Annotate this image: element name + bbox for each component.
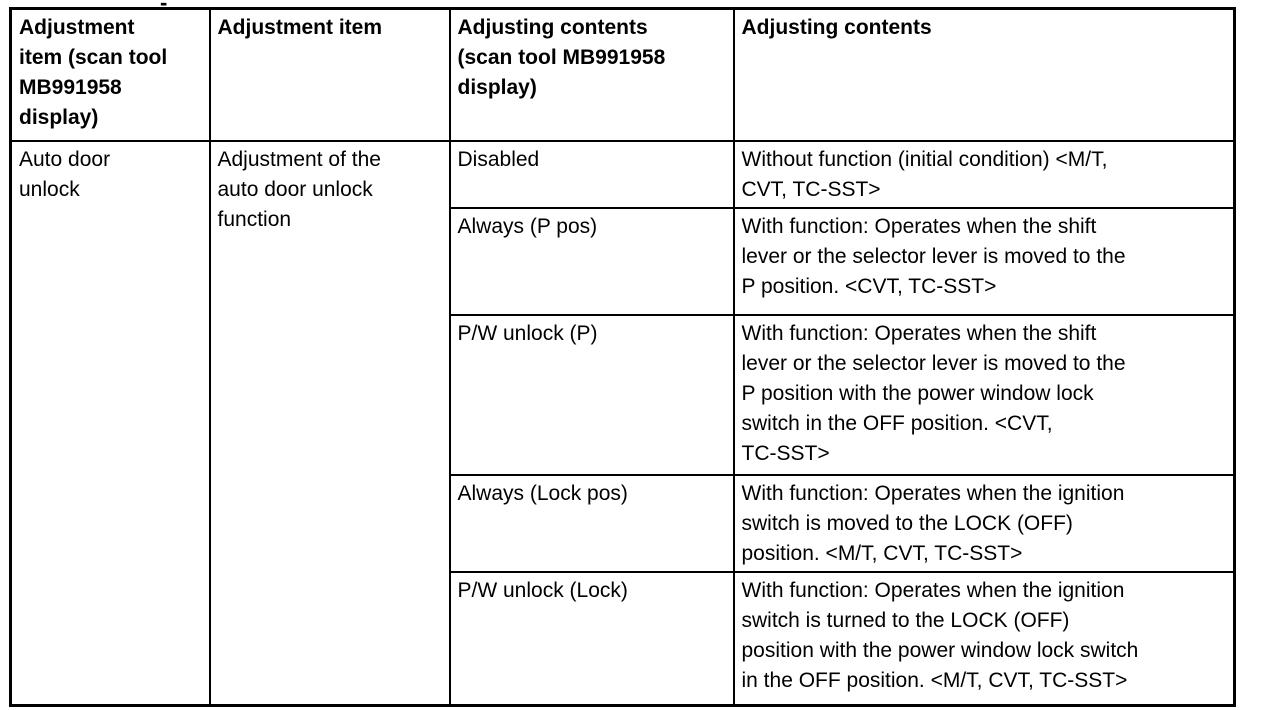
table-header-row: Adjustment item (scan tool MB991958 disp… — [9, 7, 1236, 142]
table-row: P/W unlock (P) With function: Operates w… — [11, 313, 1236, 476]
table-row: Always (P pos) With function: Operates w… — [11, 206, 1236, 316]
cell-option-always-p-pos: Always (P pos) — [448, 206, 735, 316]
adjustment-table: Adjustment item (scan tool MB991958 disp… — [9, 7, 1236, 707]
cell-description-disabled: Without function (initial condition) <M/… — [732, 139, 1236, 209]
cell-description-always-lock-pos: With function: Operates when the ignitio… — [732, 473, 1236, 573]
header-adjusting-contents-scan-tool: Adjusting contents (scan tool MB991958 d… — [448, 7, 735, 142]
cell-option-pw-unlock-lock: P/W unlock (Lock) — [448, 570, 735, 707]
table-row: P/W unlock (Lock) With function: Operate… — [11, 570, 1236, 707]
cell-option-pw-unlock-p: P/W unlock (P) — [448, 313, 735, 476]
cell-description-always-p-pos: With function: Operates when the shift l… — [732, 206, 1236, 316]
cell-option-always-lock-pos: Always (Lock pos) — [448, 473, 735, 573]
cell-description-pw-unlock-lock: With function: Operates when the ignitio… — [732, 570, 1236, 707]
cell-option-disabled: Disabled — [448, 139, 735, 209]
cell-adjustment-item-description: Adjustment of the auto door unlock funct… — [208, 139, 451, 707]
table-row: Always (Lock pos) With function: Operate… — [11, 473, 1236, 573]
cell-adjustment-item: Auto door unlock — [9, 139, 211, 707]
header-adjustment-item: Adjustment item — [208, 7, 451, 142]
header-adjustment-item-scan-tool: Adjustment item (scan tool MB991958 disp… — [9, 7, 211, 142]
cell-description-pw-unlock-p: With function: Operates when the shift l… — [732, 313, 1236, 476]
table-row: Auto door unlock Adjustment of the auto … — [9, 139, 1236, 707]
header-adjusting-contents: Adjusting contents — [732, 7, 1236, 142]
